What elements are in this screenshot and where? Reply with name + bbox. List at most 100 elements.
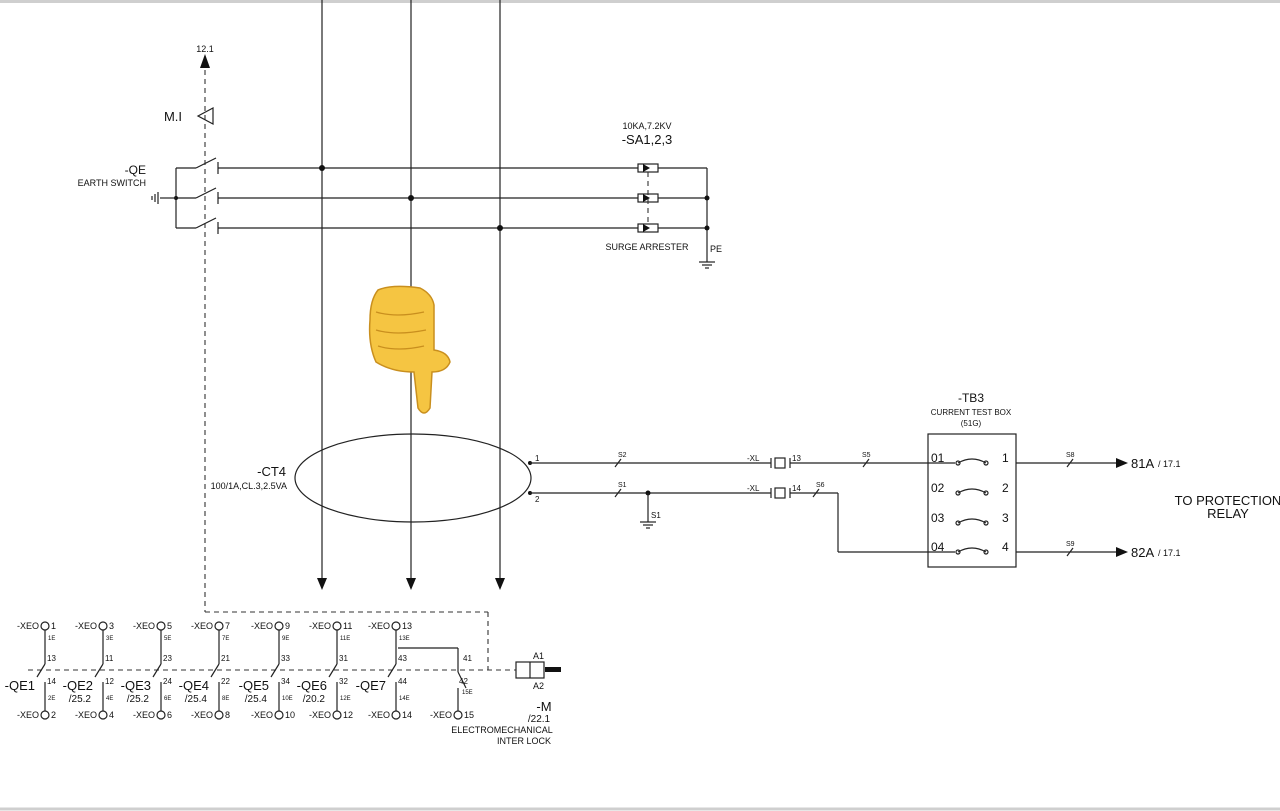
svg-text:04: 04 — [931, 540, 945, 554]
electromechanical-interlock: A1 A2 -M /22.1 ELECTROMECHANICAL INTER L… — [451, 651, 561, 746]
contact-number-2: 24 — [163, 677, 172, 686]
wire-s6: S6 — [816, 482, 825, 489]
xeo-bottom-label: -XEO — [251, 710, 273, 720]
contact-top-e: 9E — [282, 636, 289, 642]
test-box-description: CURRENT TEST BOX — [931, 408, 1012, 417]
interlock-line-1: ELECTROMECHANICAL — [451, 725, 553, 735]
xeo-top-label: -XEO — [191, 621, 213, 631]
xeo-top-label: -XEO — [368, 621, 390, 631]
contact-number-1: 11 — [105, 654, 114, 663]
contact-number-2: 44 — [398, 677, 407, 686]
test-box-name: -TB3 — [958, 391, 984, 405]
contact-number-1: 21 — [221, 654, 230, 663]
coil-a2: A2 — [533, 681, 544, 691]
contact-top-e: 7E — [222, 636, 229, 642]
xeo-bottom-label: -XEO — [133, 710, 155, 720]
xeo-bottom-number: 12 — [343, 710, 353, 720]
arrow-up-icon — [200, 54, 210, 68]
ct-rating: 100/1A,CL.3,2.5VA — [211, 481, 287, 491]
contact-number-2: 32 — [339, 677, 348, 686]
contact-top-e: 11E — [340, 636, 350, 642]
svg-text:01: 01 — [931, 451, 945, 465]
current-transformer: -CT4 100/1A,CL.3,2.5VA 1 2 — [211, 433, 540, 523]
svg-text:3: 3 — [1002, 511, 1009, 525]
contact-top-e: 1E — [48, 636, 55, 642]
ct-terminal-2: 2 — [535, 495, 540, 504]
surge-arrester: 10KA,7.2KV -SA1,2,3 PE SURGE ARRESTER — [605, 121, 722, 269]
xeo-bottom-label: -XEO — [75, 710, 97, 720]
xeo-top-label: -XEO — [133, 621, 155, 631]
qe-ref: /25.4 — [245, 694, 268, 705]
interlock-name: -M — [536, 699, 551, 714]
contact-top-e: 5E — [164, 636, 171, 642]
coil-a1: A1 — [533, 651, 544, 661]
manual-operator-icon — [196, 107, 214, 125]
arrow-right-icon — [1116, 458, 1128, 468]
surge-arrester-rating: 10KA,7.2KV — [622, 121, 671, 131]
xeo-top-label: -XEO — [251, 621, 273, 631]
xeo-top-number: 11 — [343, 621, 352, 631]
qe-name: -QE2 — [63, 678, 93, 693]
contact-bottom-e: 6E — [164, 696, 171, 702]
terminal-block-icon — [774, 487, 786, 499]
pointing-down-hand-icon — [368, 285, 451, 414]
earth-switch-name: -QE — [125, 163, 146, 177]
earth-switch-description: EARTH SWITCH — [78, 178, 146, 188]
xeo-bottom-number: 4 — [109, 710, 114, 720]
qe-name: -QE1 — [5, 678, 35, 693]
protection-relay-line-1: TO PROTECTION — [1175, 493, 1280, 508]
xeo-bottom-number: 6 — [167, 710, 172, 720]
contact-number-1: 33 — [281, 654, 290, 663]
qe-ref: /25.2 — [69, 694, 92, 705]
output-82a: 82A — [1131, 545, 1154, 560]
terminal-14: 14 — [792, 484, 801, 493]
interlock-contact-41-42: 41 42 15E -XEO 15 — [398, 647, 474, 720]
xeo-top-number: 9 — [285, 621, 290, 631]
contact-top-e: 3E — [106, 636, 113, 642]
contact-bottom-e: 10E — [282, 696, 293, 702]
xeo-top-number: 13 — [402, 621, 412, 631]
xeo-bottom-number: 14 — [402, 710, 412, 720]
test-box-row-1: 01 1 — [931, 451, 1009, 466]
earth-switch: 12.1 M.I -QE EARTH SWITCH — [78, 44, 219, 612]
phase-conductors — [218, 0, 707, 590]
arrow-down-icon — [317, 578, 327, 590]
qe-name: -QE7 — [356, 678, 386, 693]
terminal-xl-1: -XL — [747, 454, 760, 463]
ct-core-icon — [294, 433, 532, 523]
output-82a-ref: / 17.1 — [1158, 548, 1181, 558]
terminal-13: 13 — [792, 454, 801, 463]
surge-arrester-name: -SA1,2,3 — [622, 132, 673, 147]
contact-number-2: 22 — [221, 677, 230, 686]
xeo-15-label: -XEO — [430, 710, 452, 720]
interlock-ref: /22.1 — [528, 714, 551, 725]
xeo-15-number: 15 — [464, 710, 474, 720]
xeo-bottom-number: 10 — [285, 710, 295, 720]
terminal-block-icon — [774, 457, 786, 469]
wire-s5: S5 — [862, 452, 871, 459]
mi-label: M.I — [164, 109, 182, 124]
pe-label: PE — [710, 244, 722, 254]
svg-text:2: 2 — [1002, 481, 1009, 495]
secondary-wiring: S2 S1 S1 -XL -XL 13 14 S5 S6 — [530, 452, 955, 553]
xeo-bottom-label: -XEO — [368, 710, 390, 720]
contact-bottom-e: 2E — [48, 696, 55, 702]
wire-s1-earth: S1 — [651, 511, 661, 520]
xeo-top-label: -XEO — [75, 621, 97, 631]
contact-bottom-e: 4E — [106, 696, 113, 702]
xeo-top-number: 5 — [167, 621, 172, 631]
test-box-row-4: 04 4 — [931, 540, 1009, 555]
qe-name: -QE4 — [179, 678, 209, 693]
wire-s9: S9 — [1066, 541, 1075, 548]
current-test-box: -TB3 CURRENT TEST BOX (51G) 01 1 02 2 03… — [927, 391, 1017, 568]
protection-relay-line-2: RELAY — [1207, 506, 1249, 521]
earth-switch-ref: 12.1 — [196, 44, 214, 54]
